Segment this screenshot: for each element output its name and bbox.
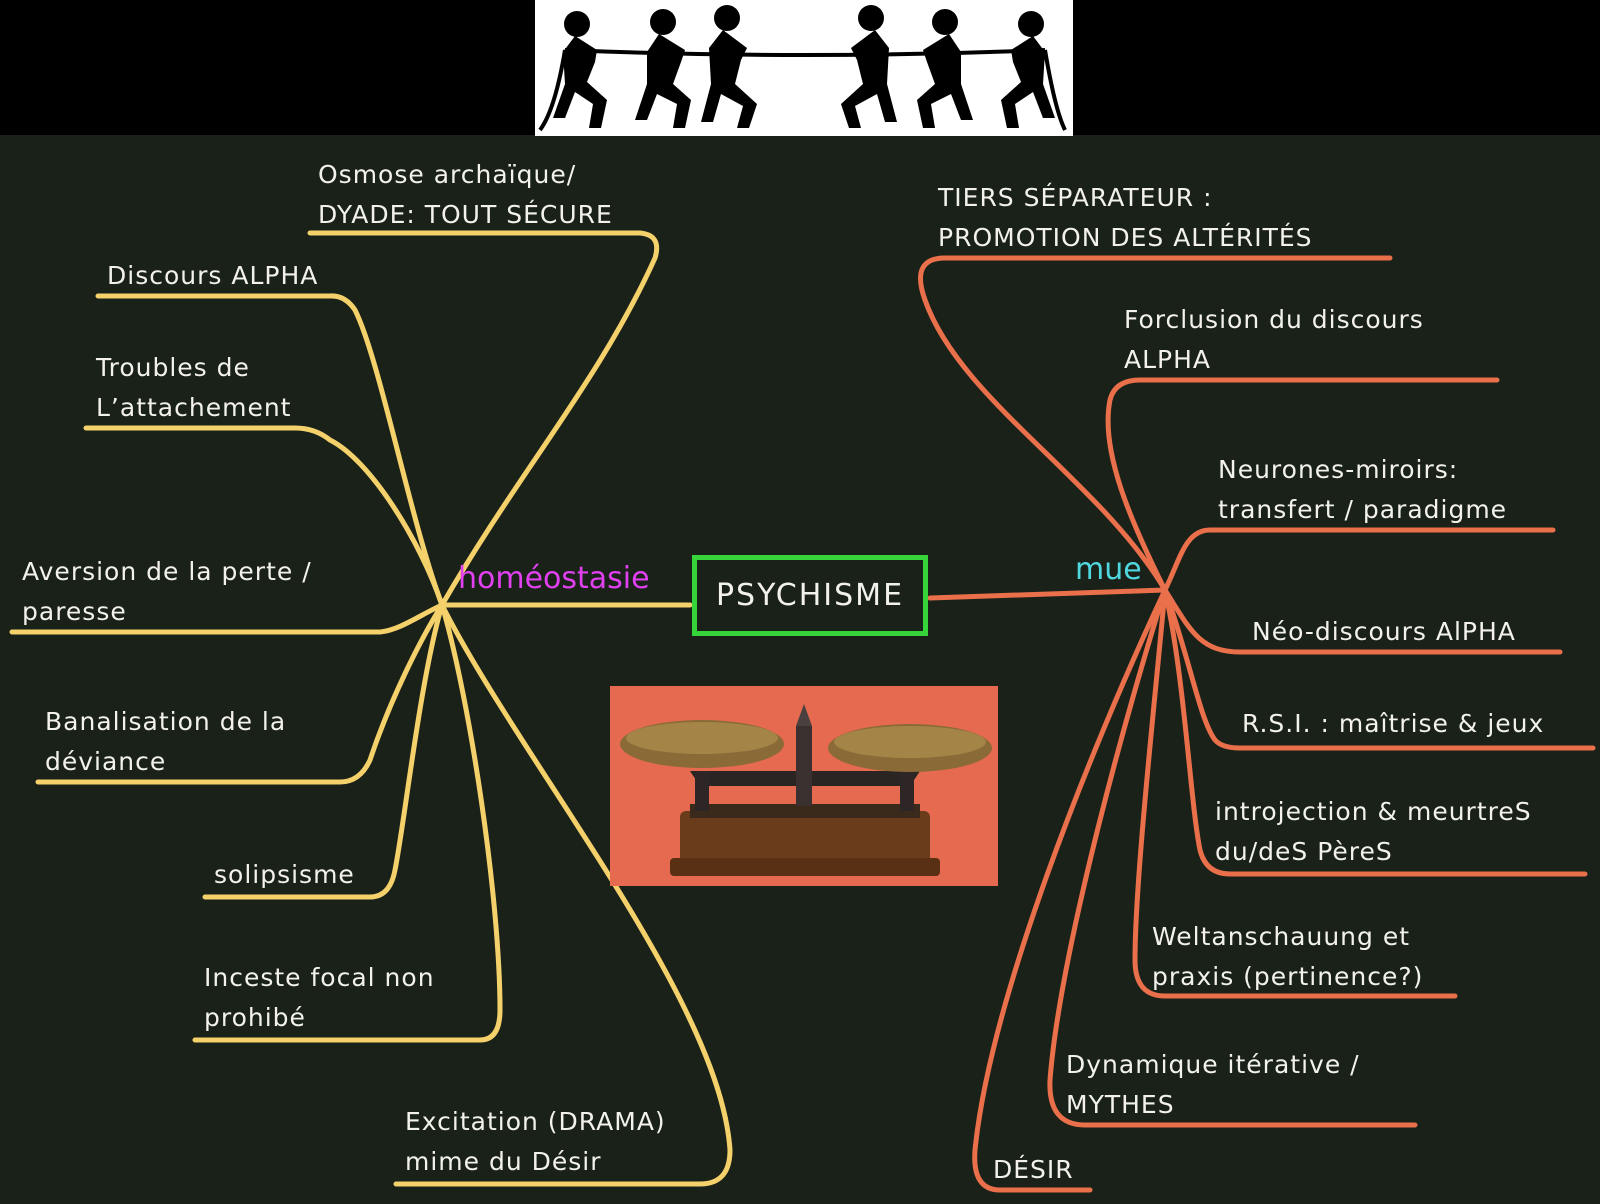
left-hub-label: homéostasie <box>458 561 650 596</box>
right-node-line: praxis (pertinence?) <box>1152 962 1424 991</box>
right-node-line: PROMOTION DES ALTÉRITÉS <box>938 223 1313 252</box>
left-node-banalisation: Banalisation de la déviance <box>45 702 286 782</box>
right-node-line: Neurones-miroirs: <box>1218 455 1459 484</box>
balance-scale-icon <box>610 686 998 886</box>
right-node-line: ALPHA <box>1124 345 1212 374</box>
right-node-line: Néo-discours AlPHA <box>1252 617 1516 646</box>
tug-of-war-icon <box>538 5 1067 132</box>
left-node-line: Banalisation de la <box>45 707 287 736</box>
right-node-line: DÉSIR <box>993 1155 1074 1184</box>
right-node-forclusion: Forclusion du discours ALPHA <box>1124 300 1424 380</box>
right-node-line: introjection & meurtreS <box>1215 797 1532 826</box>
right-node-line: du/deS PèreS <box>1215 837 1393 866</box>
left-node-troubles: Troubles de L’attachement <box>96 348 291 428</box>
right-node-neurones-miroirs: Neurones-miroirs: transfert / paradigme <box>1218 450 1507 530</box>
central-node-label: PSYCHISME <box>715 578 905 613</box>
right-node-line: Weltanschauung et <box>1152 922 1411 951</box>
left-node-discours-alpha: Discours ALPHA <box>107 256 318 296</box>
right-node-introjection: introjection & meurtreS du/deS PèreS <box>1215 792 1532 872</box>
right-node-rsi: R.S.I. : maîtrise & jeux <box>1242 704 1544 744</box>
left-node-excitation: Excitation (DRAMA) mime du Désir <box>405 1102 666 1182</box>
left-node-line: paresse <box>22 597 127 626</box>
left-node-line: Osmose archaïque/ <box>318 160 577 189</box>
left-node-line: Excitation (DRAMA) <box>405 1107 666 1136</box>
right-node-line: Forclusion du discours <box>1124 305 1424 334</box>
left-node-line: solipsisme <box>214 860 355 889</box>
tug-of-war-banner <box>535 0 1073 136</box>
right-node-weltanschauung: Weltanschauung et praxis (pertinence?) <box>1152 917 1423 997</box>
left-node-solipsisme: solipsisme <box>214 855 355 895</box>
right-hub-label: mue <box>1075 552 1142 587</box>
left-node-line: déviance <box>45 747 167 776</box>
right-node-line: MYTHES <box>1066 1090 1175 1119</box>
right-node-dynamique: Dynamique itérative / MYTHES <box>1066 1045 1360 1125</box>
left-node-line: Troubles de <box>96 353 250 382</box>
left-node-line: DYADE: TOUT SÉCURE <box>318 200 613 229</box>
right-node-tiers-separateur: TIERS SÉPARATEUR : PROMOTION DES ALTÉRIT… <box>938 178 1313 258</box>
right-node-line: Dynamique itérative / <box>1066 1050 1360 1079</box>
right-node-line: TIERS SÉPARATEUR : <box>938 183 1213 212</box>
left-node-aversion: Aversion de la perte / paresse <box>22 552 312 632</box>
left-node-line: mime du Désir <box>405 1147 602 1176</box>
right-node-line: R.S.I. : maîtrise & jeux <box>1242 709 1545 738</box>
left-node-line: Inceste focal non <box>204 963 435 992</box>
left-node-line: Aversion de la perte / <box>22 557 312 586</box>
central-node-psychisme: PSYCHISME <box>692 555 928 636</box>
right-node-neo-discours: Néo-discours AlPHA <box>1252 612 1516 652</box>
left-node-inceste: Inceste focal non prohibé <box>204 958 435 1038</box>
left-node-osmose: Osmose archaïque/ DYADE: TOUT SÉCURE <box>318 155 613 235</box>
right-node-desir: DÉSIR <box>993 1150 1074 1190</box>
right-node-line: transfert / paradigme <box>1218 495 1508 524</box>
left-node-line: Discours ALPHA <box>107 261 319 290</box>
balance-scale-photo <box>610 686 998 886</box>
left-node-line: prohibé <box>204 1003 306 1032</box>
left-node-line: L’attachement <box>96 393 292 422</box>
